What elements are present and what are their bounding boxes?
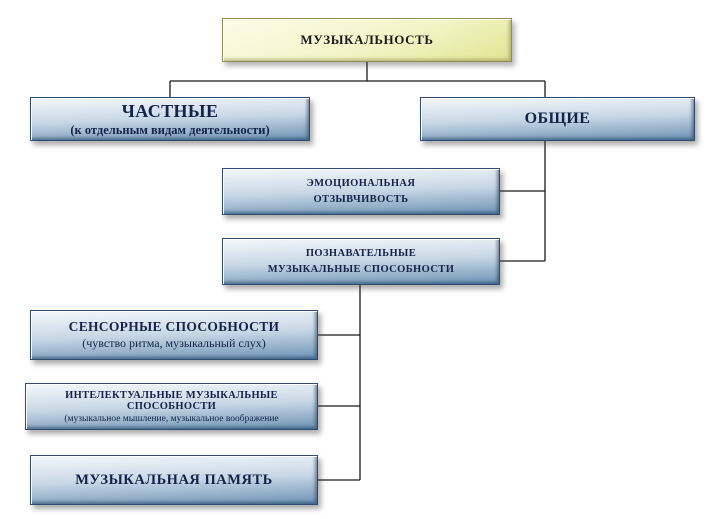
node-intellektualnye-title: ИНТЕЛЕКТУАЛЬНЫЕ МУЗЫКАЛЬНЫЕ СПОСОБНОСТИ: [65, 389, 278, 412]
node-emotsionalnaya-otzyvchivost: ЭМОЦИОНАЛЬНАЯ ОТЗЫВЧИВОСТЬ: [222, 168, 500, 215]
node-sensornye-subtitle: (чувство ритма, музыкальный слух): [82, 336, 266, 350]
node-sensornye-title: СЕНСОРНЫЕ СПОСОБНОСТИ: [68, 319, 280, 334]
node-chastnye-title: ЧАСТНЫЕ: [121, 100, 219, 121]
node-emotsionalnaya-line2: ОТЗЫВЧИВОСТЬ: [313, 193, 409, 205]
node-muzykalnaya-pamyat: МУЗЫКАЛЬНАЯ ПАМЯТЬ: [30, 455, 318, 505]
node-pamyat-title: МУЗЫКАЛЬНАЯ ПАМЯТЬ: [75, 471, 273, 488]
node-poznavatelnye-sposobnosti: ПОЗНАВАТЕЛЬНЫЕ МУЗЫКАЛЬНЫЕ СПОСОБНОСТИ: [222, 238, 500, 285]
node-muzykalnost-label: МУЗЫКАЛЬНОСТЬ: [300, 32, 434, 47]
node-chastnye: ЧАСТНЫЕ (к отдельным видам деятельности): [30, 97, 310, 141]
node-poznavatelnye-line2: МУЗЫКАЛЬНЫЕ СПОСОБНОСТИ: [267, 263, 455, 275]
node-chastnye-subtitle: (к отдельным видам деятельности): [70, 122, 270, 137]
node-sensornye-sposobnosti: СЕНСОРНЫЕ СПОСОБНОСТИ (чувство ритма, му…: [30, 310, 318, 360]
node-obshchie-title: ОБЩИЕ: [524, 110, 591, 127]
node-intellektualnye-subtitle: (музыкальное мышление, музыкальное вообр…: [64, 413, 279, 424]
node-muzykalnost: МУЗЫКАЛЬНОСТЬ: [222, 18, 512, 62]
node-emotsionalnaya-line1: ЭМОЦИОНАЛЬНАЯ: [306, 178, 416, 190]
node-poznavatelnye-line1: ПОЗНАВАТЕЛЬНЫЕ: [305, 248, 417, 260]
node-intellektualnye-sposobnosti: ИНТЕЛЕКТУАЛЬНЫЕ МУЗЫКАЛЬНЫЕ СПОСОБНОСТИ …: [25, 383, 318, 430]
node-obshchie: ОБЩИЕ: [420, 97, 695, 141]
